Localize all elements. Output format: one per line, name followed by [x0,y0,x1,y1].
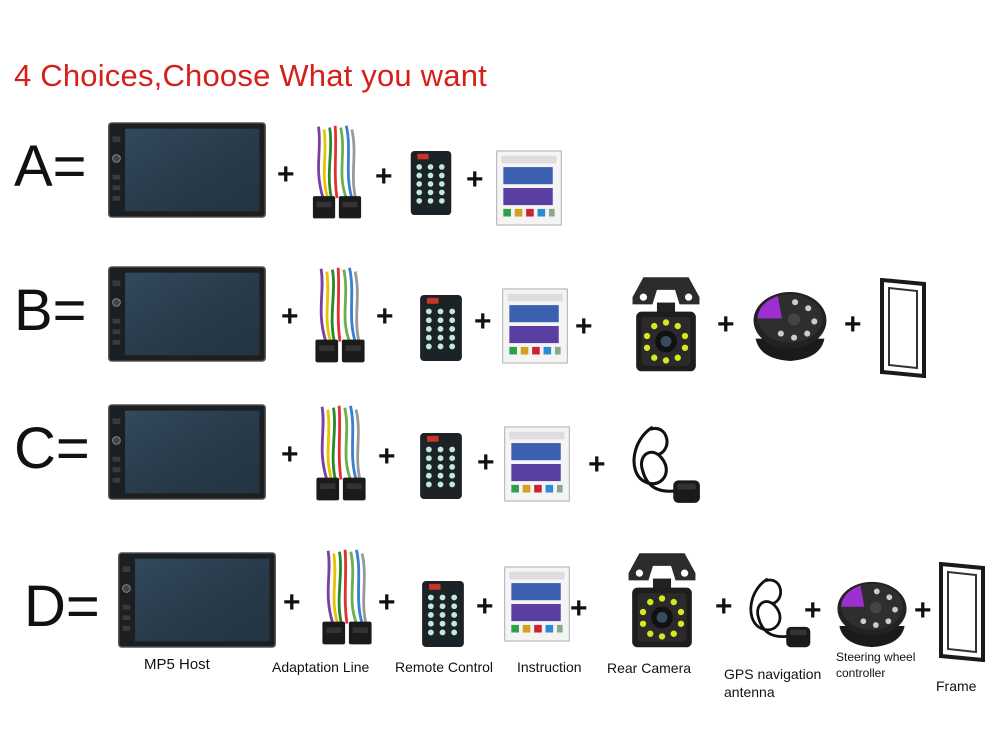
instruction-manual-image [503,566,571,642]
plus-sign: + [474,305,492,338]
plus-sign: + [476,590,494,623]
plus-sign: + [570,592,588,625]
plus-sign: + [715,590,733,623]
plus-sign: + [375,160,393,193]
row-b-label: B= [14,278,87,343]
plus-sign: + [804,594,822,627]
gps-antenna-image [622,418,704,512]
page-title: 4 Choices,Choose What you want [14,58,487,93]
plus-sign: + [376,300,394,333]
plus-sign: + [277,158,295,191]
adaptation-line-image [306,402,376,506]
plus-sign: + [914,594,932,627]
adaptation-line-image [302,122,372,224]
remote-control-image [418,294,464,362]
row-a-label: A= [14,134,87,199]
gps-antenna-image [740,570,814,656]
caption-frame: Frame [936,678,977,694]
steering-wheel-controller-image [832,578,912,650]
plus-sign: + [281,438,299,471]
caption-rear-camera: Rear Camera [607,660,692,676]
instruction-manual-image [502,426,572,502]
caption-adaptation-line: Adaptation Line [272,659,370,675]
mp5-host-image [104,404,270,500]
mp5-host-image [104,266,270,362]
instruction-manual-image [500,288,570,364]
caption-wheel-line1: Steering wheel [836,650,916,664]
caption-mp5-host: MP5 Host [144,656,210,673]
remote-control-image [418,432,464,500]
caption-gps-line1: GPS navigation [724,666,822,682]
plus-sign: + [844,308,862,341]
caption-gps-line2: antenna [724,684,775,700]
mp5-host-image [114,552,280,648]
rear-camera-image [622,270,710,374]
caption-wheel-line2: controller [836,666,886,680]
plus-sign: + [283,586,301,619]
mp5-host-image [104,122,270,218]
plus-sign: + [588,448,606,481]
row-c-label: C= [14,416,90,481]
frame-image [937,562,987,662]
plus-sign: + [378,586,396,619]
row-d-label: D= [24,574,100,639]
frame-image [878,278,928,378]
plus-sign: + [717,308,735,341]
remote-control-image [420,580,466,648]
adaptation-line-image [313,546,381,650]
rear-camera-image [618,546,706,650]
plus-sign: + [575,310,593,343]
plus-sign: + [281,300,299,333]
steering-wheel-controller-image [748,288,832,364]
instruction-manual-image [494,150,564,226]
adaptation-line-image [305,264,375,368]
plus-sign: + [466,163,484,196]
caption-remote-control: Remote Control [395,659,494,675]
caption-instruction: Instruction [517,659,582,675]
plus-sign: + [378,440,396,473]
plus-sign: + [477,446,495,479]
remote-control-image [408,150,454,216]
